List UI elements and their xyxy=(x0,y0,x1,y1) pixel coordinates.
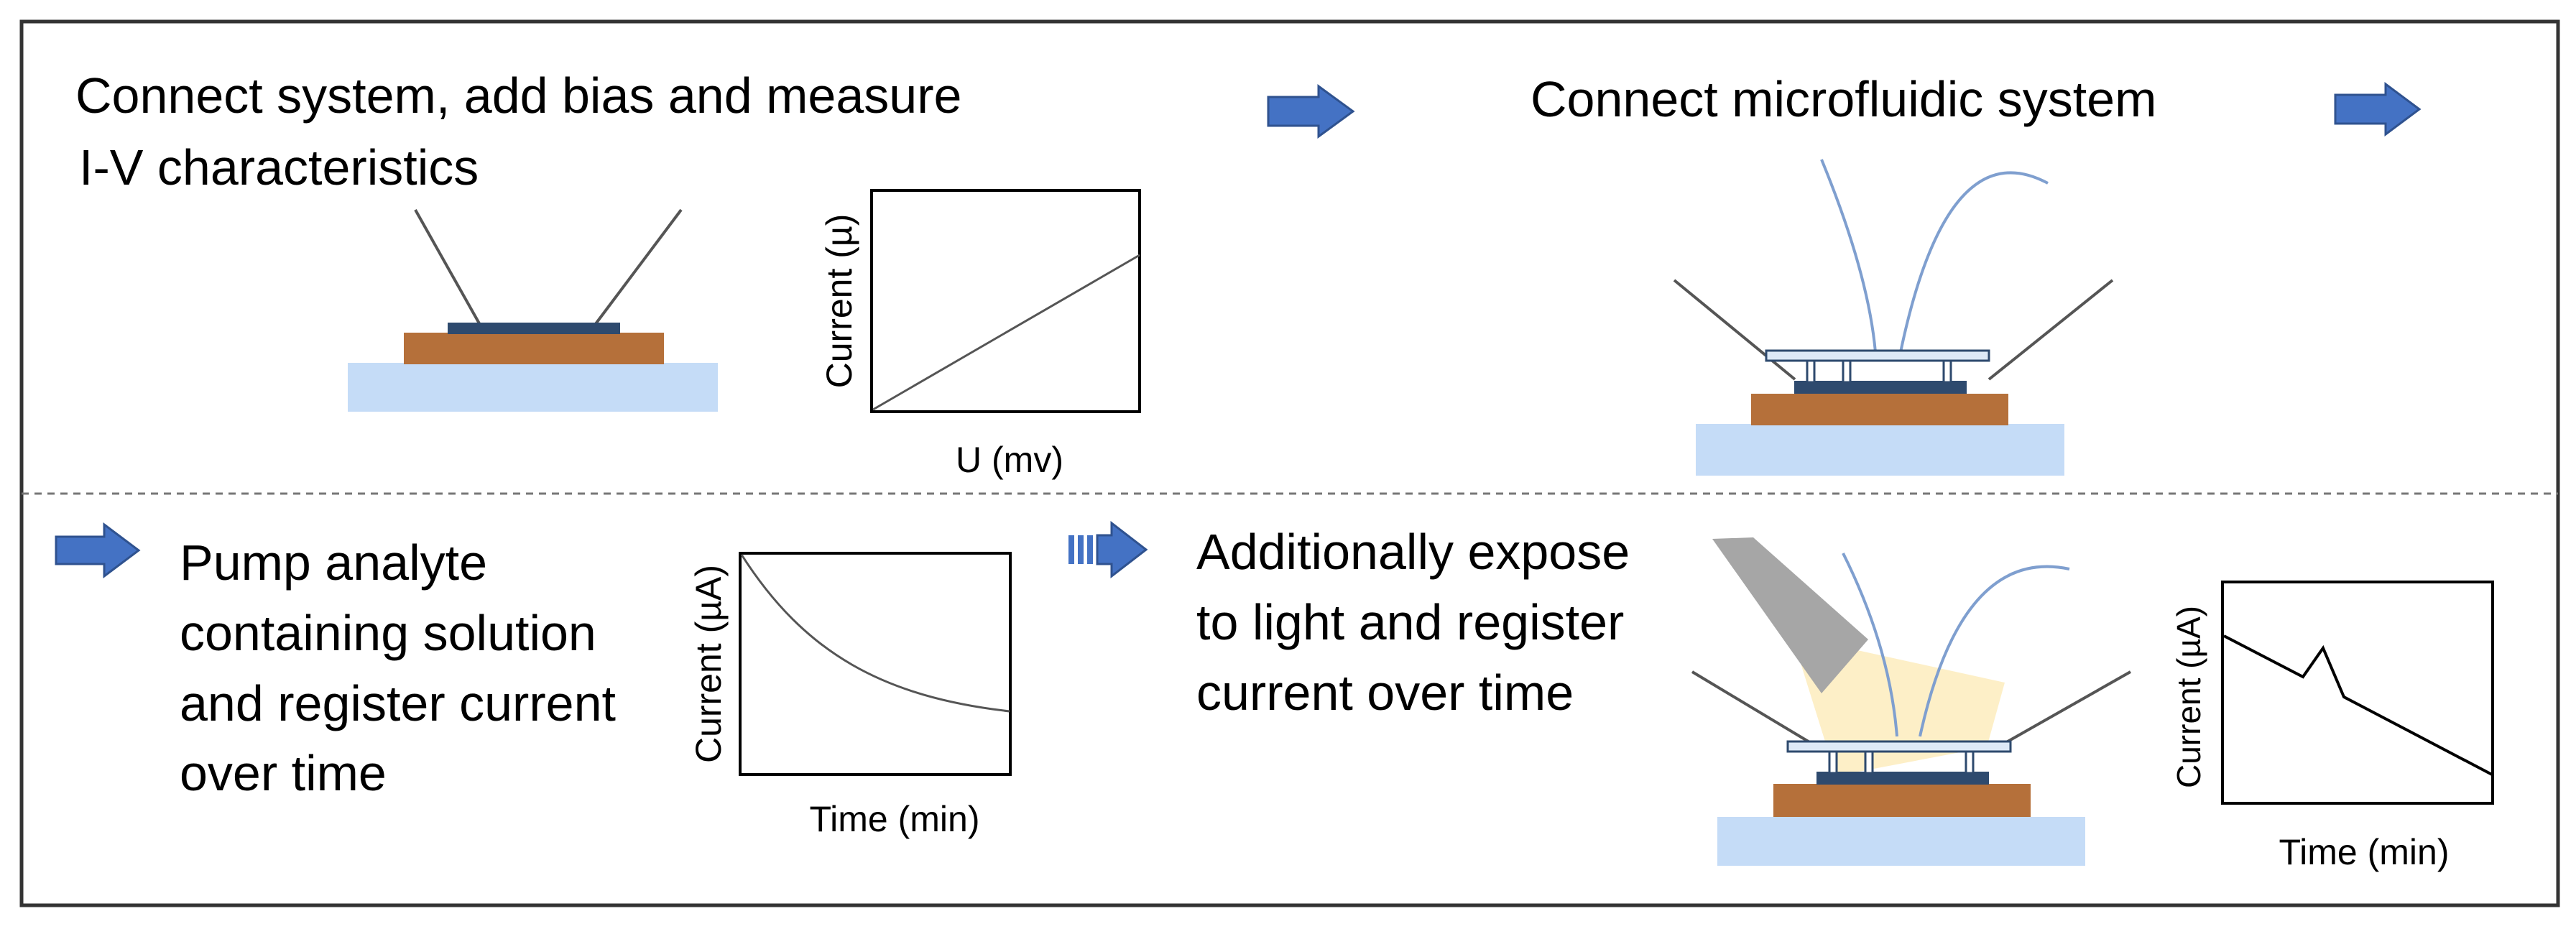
right-arrow-icon xyxy=(55,522,141,578)
light-graph-xlabel: Time (min) xyxy=(2279,832,2449,872)
step-1-title-line-1: Connect system, add bias and measure xyxy=(75,68,961,124)
right-arrow-icon xyxy=(2334,82,2422,137)
channel-spacer-middle xyxy=(1842,358,1852,384)
step-2-microfluidic: Connect microfluidic system xyxy=(1531,71,2156,476)
substrate xyxy=(1717,817,2085,866)
step-4-title-line-2: to light and register xyxy=(1196,594,1624,650)
step-3-pump-analyte: Pump analyte containing solution and reg… xyxy=(180,535,1012,839)
channel-spacer-right xyxy=(1942,358,1952,384)
substrate xyxy=(1696,424,2064,476)
light-graph-ylabel: Current (µA) xyxy=(2170,606,2207,788)
step-3-title-line-3: and register current xyxy=(180,675,616,731)
iv-graph-xlabel: U (mv) xyxy=(956,440,1063,480)
tubing-right xyxy=(1919,565,2070,737)
step-1-connect-bias: Connect system, add bias and measure I-V… xyxy=(75,68,1141,480)
decay-graph-ylabel: Current (µA) xyxy=(688,565,729,763)
right-arrow-icon xyxy=(1267,84,1355,139)
electrode-layer xyxy=(404,333,664,364)
channel-lid xyxy=(1765,349,1990,362)
channel-lid xyxy=(1786,740,2012,753)
probe-wire-right xyxy=(594,208,683,326)
substrate xyxy=(348,363,718,412)
iv-graph-ylabel: Current (µ) xyxy=(819,214,859,389)
step-1-title-line-2: I-V characteristics xyxy=(79,139,479,195)
striped-right-arrow-icon xyxy=(1068,520,1148,579)
light-curve-line xyxy=(2223,634,2493,776)
step-3-title-line-1: Pump analyte xyxy=(180,535,487,591)
sensor-chip xyxy=(1794,381,1967,394)
iv-graph: Current (µ) U (mv) xyxy=(819,189,1141,480)
device-microfluidic xyxy=(1673,159,2114,476)
sensor-chip xyxy=(448,323,620,334)
outer-frame xyxy=(19,19,2560,907)
decay-graph-frame xyxy=(739,552,1012,776)
step-4-title-line-1: Additionally expose xyxy=(1196,524,1630,580)
electrode-layer xyxy=(1773,784,2031,817)
step-3-title-line-2: containing solution xyxy=(180,605,596,661)
decay-curve-line xyxy=(740,554,1010,713)
step-3-title-line-4: over time xyxy=(180,745,387,801)
decay-graph-xlabel: Time (min) xyxy=(809,799,979,839)
sensor-chip xyxy=(1816,772,1989,785)
tubing-left xyxy=(1842,553,1898,737)
step-4-light-exposure: Additionally expose to light and registe… xyxy=(1196,524,2494,872)
lamp-icon xyxy=(1712,537,1868,693)
probe-wire-left xyxy=(1691,670,1819,749)
electrode-layer xyxy=(1751,394,2008,425)
light-graph-frame xyxy=(2221,581,2494,805)
channel-spacer-left xyxy=(1806,358,1816,384)
light-response-graph: Current (µA) Time (min) xyxy=(2170,581,2494,872)
tubing-left xyxy=(1820,159,1877,353)
tubing-right xyxy=(1899,171,2049,353)
step-2-title: Connect microfluidic system xyxy=(1531,71,2156,127)
device-light-exposure xyxy=(1691,537,2131,866)
channel-spacer-left xyxy=(1828,749,1838,775)
decay-graph: Current (µA) Time (min) xyxy=(688,552,1012,839)
probe-wire-left xyxy=(414,209,481,325)
step-4-title-line-3: current over time xyxy=(1196,665,1574,721)
probe-wire-right xyxy=(1997,670,2131,749)
iv-curve-line xyxy=(872,254,1140,411)
probe-wire-left xyxy=(1673,279,1796,381)
probe-wire-right xyxy=(1988,279,2114,381)
iv-graph-frame xyxy=(870,189,1141,413)
channel-spacer-middle xyxy=(1864,749,1874,775)
channel-spacer-right xyxy=(1965,749,1975,775)
device-basic xyxy=(348,208,718,412)
